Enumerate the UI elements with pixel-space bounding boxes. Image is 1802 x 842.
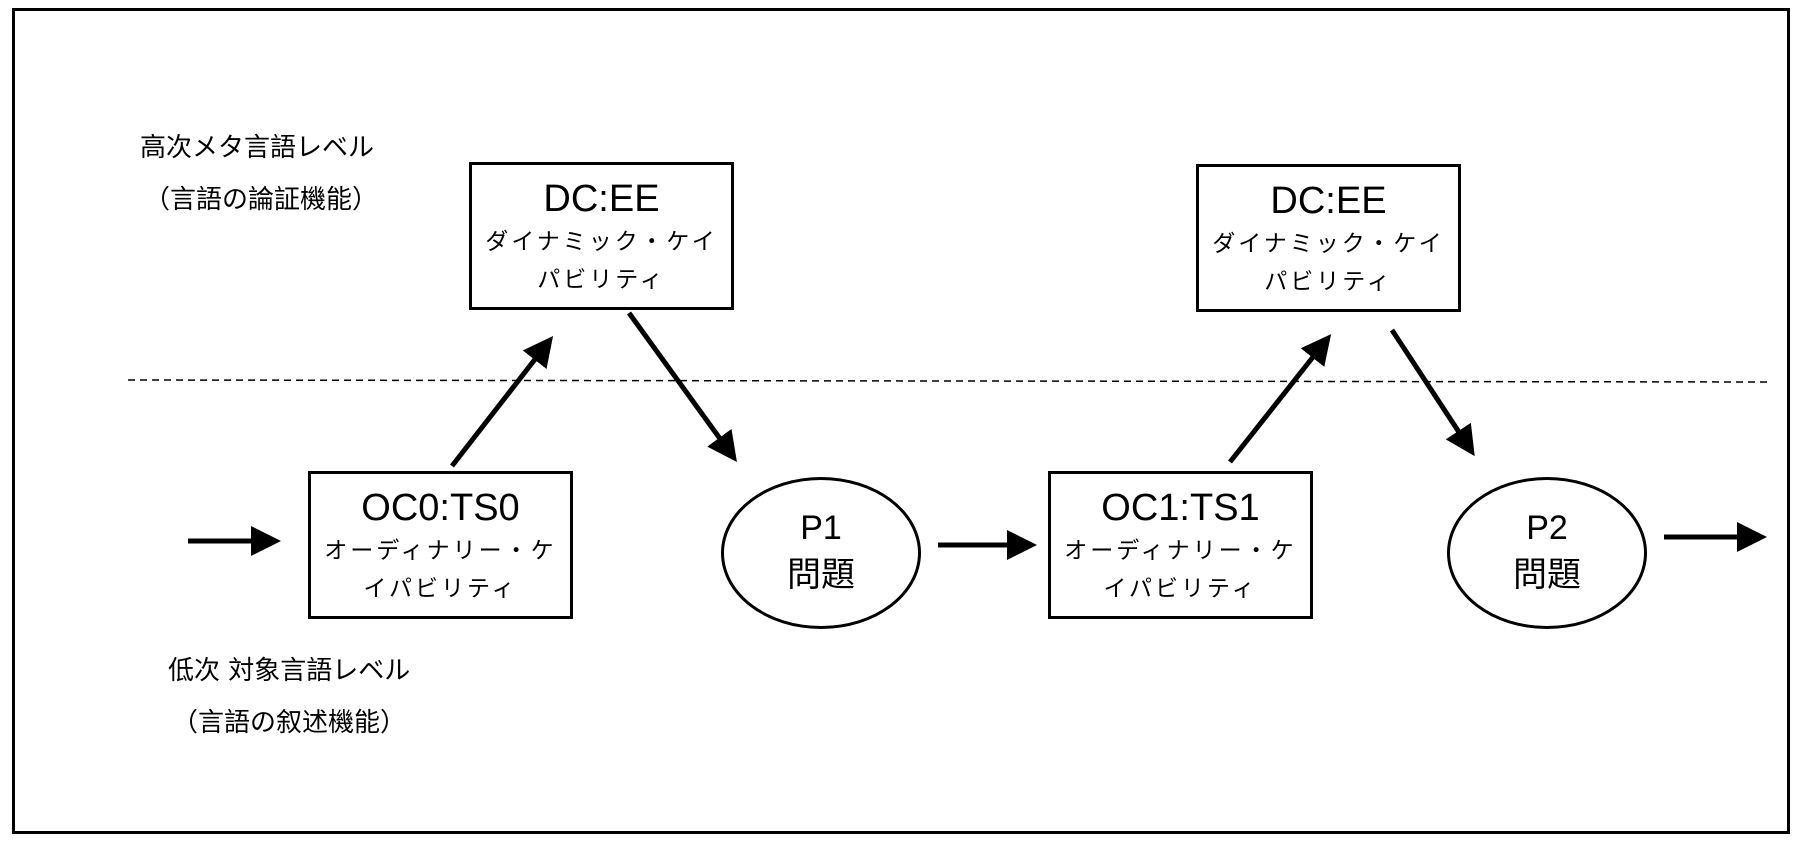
- lower-level-title: 低次 対象言語レベル: [168, 656, 411, 686]
- upper-level-subtitle: （言語の論証機能）: [144, 185, 379, 215]
- arrow-dc1-to-p1: [626, 311, 737, 463]
- dc-box-2-title: DC:EE: [1270, 180, 1387, 222]
- problem-2-title: P2: [1526, 509, 1568, 547]
- oc-box-1: OC1:TS1 オーディナリー・ケ イパビリティ: [1048, 471, 1313, 619]
- upper-level-label: 高次メタ言語レベル （言語の論証機能）: [140, 122, 378, 226]
- dc-box-1-sub2: パビリティ: [537, 267, 666, 293]
- arrow-dc2-to-p2: [1389, 328, 1475, 457]
- dc-box-1-title: DC:EE: [543, 178, 660, 220]
- problem-ellipse-2: P2 問題: [1447, 477, 1647, 629]
- dc-box-2-sub2: パビリティ: [1264, 269, 1393, 295]
- dc-box-2: DC:EE ダイナミック・ケイ パビリティ: [1196, 164, 1461, 312]
- oc-box-1-sub2: イパビリティ: [1103, 576, 1258, 602]
- problem-ellipse-1: P1 問題: [721, 477, 921, 629]
- dc-box-1: DC:EE ダイナミック・ケイ パビリティ: [469, 162, 734, 310]
- upper-level-title: 高次メタ言語レベル: [140, 133, 375, 163]
- oc-box-0-sub1: オーディナリー・ケ: [324, 538, 557, 564]
- problem-2-label: 問題: [1513, 555, 1581, 595]
- oc-box-1-sub1: オーディナリー・ケ: [1064, 538, 1297, 564]
- oc-box-0: OC0:TS0 オーディナリー・ケ イパビリティ: [308, 471, 573, 619]
- problem-1-label: 問題: [787, 555, 855, 595]
- problem-1-title: P1: [800, 509, 842, 547]
- oc-box-1-title: OC1:TS1: [1101, 487, 1260, 529]
- lower-level-label: 低次 対象言語レベル （言語の叙述機能）: [168, 645, 410, 749]
- oc-box-0-sub2: イパビリティ: [363, 576, 518, 602]
- dc-box-2-sub1: ダイナミック・ケイ: [1212, 231, 1445, 257]
- diagram-frame: [12, 8, 1790, 834]
- oc-box-0-title: OC0:TS0: [361, 487, 520, 529]
- lower-level-subtitle: （言語の叙述機能）: [172, 708, 407, 738]
- arrow-oc0-to-dc1: [450, 336, 554, 468]
- arrow-oc1-to-dc2: [1228, 334, 1332, 464]
- level-divider: [127, 379, 1771, 383]
- dc-box-1-sub1: ダイナミック・ケイ: [485, 229, 718, 255]
